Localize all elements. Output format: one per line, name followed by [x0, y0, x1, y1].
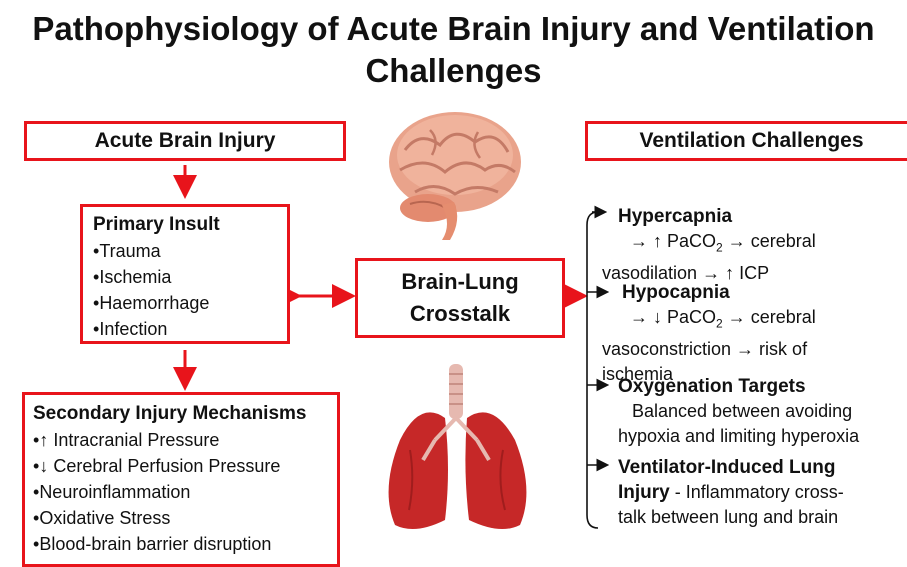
- ventilation-challenges-label: Ventilation Challenges: [639, 129, 863, 153]
- oxygenation-line-1: Balanced between avoiding: [618, 399, 907, 424]
- crosstalk-line-2: Crosstalk: [410, 298, 510, 330]
- vili-title-line-1: Ventilator-Induced Lung: [618, 455, 903, 480]
- vili-item: Ventilator-Induced Lung Injury - Inflamm…: [618, 455, 903, 530]
- vili-line-3: talk between lung and brain: [618, 505, 903, 530]
- secondary-injury-title: Secondary Injury Mechanisms: [33, 401, 329, 427]
- list-item: ↓ Cerebral Perfusion Pressure: [33, 453, 329, 479]
- list-item: Blood-brain barrier disruption: [33, 531, 329, 557]
- hypercapnia-text-b: → cerebral: [723, 231, 816, 251]
- right-bracket: [587, 212, 598, 528]
- list-item: Infection: [93, 316, 277, 342]
- vili-desc-1: - Inflammatory cross-: [670, 482, 844, 502]
- primary-insult-title: Primary Insult: [93, 212, 277, 238]
- lungs-icon: [375, 360, 540, 545]
- list-item: Oxidative Stress: [33, 505, 329, 531]
- hypocapnia-text-b: → cerebral: [723, 307, 816, 327]
- crosstalk-line-1: Brain-Lung: [401, 266, 518, 298]
- ventilation-challenges-header: Ventilation Challenges: [585, 121, 907, 161]
- acute-brain-injury-label: Acute Brain Injury: [95, 129, 276, 153]
- hypercapnia-line-1: → ↑ PaCO2 → cerebral: [618, 229, 898, 261]
- secondary-injury-list: ↑ Intracranial Pressure ↓ Cerebral Perfu…: [33, 427, 329, 557]
- oxygenation-title: Oxygenation Targets: [618, 374, 907, 399]
- acute-brain-injury-header: Acute Brain Injury: [24, 121, 346, 161]
- hypocapnia-subscript: 2: [716, 317, 723, 331]
- hypocapnia-item: Hypocapnia → ↓ PaCO2 → cerebral vasocons…: [622, 280, 902, 387]
- brain-lung-crosstalk-box: Brain-Lung Crosstalk: [355, 258, 565, 338]
- vili-line-2: Injury - Inflammatory cross-: [618, 480, 903, 505]
- list-item: Neuroinflammation: [33, 479, 329, 505]
- hypercapnia-item: Hypercapnia → ↑ PaCO2 → cerebral vasodil…: [618, 204, 898, 286]
- vili-title-line-2: Injury: [618, 482, 670, 503]
- hypercapnia-text-a: → ↑ PaCO: [630, 231, 716, 251]
- secondary-injury-box: Secondary Injury Mechanisms ↑ Intracrani…: [22, 392, 340, 567]
- oxygenation-item: Oxygenation Targets Balanced between avo…: [618, 374, 907, 449]
- list-item: Ischemia: [93, 264, 277, 290]
- hypocapnia-line-1: → ↓ PaCO2 → cerebral: [622, 305, 902, 337]
- list-item: ↑ Intracranial Pressure: [33, 427, 329, 453]
- hypocapnia-title: Hypocapnia: [622, 280, 902, 305]
- primary-insult-list: Trauma Ischemia Haemorrhage Infection: [93, 238, 277, 342]
- hypocapnia-line-2: vasoconstriction → risk of: [602, 337, 902, 362]
- primary-insult-box: Primary Insult Trauma Ischemia Haemorrha…: [80, 204, 290, 344]
- list-item: Haemorrhage: [93, 290, 277, 316]
- hypercapnia-title: Hypercapnia: [618, 204, 898, 229]
- oxygenation-line-2: hypoxia and limiting hyperoxia: [618, 424, 907, 449]
- hypocapnia-text-a: → ↓ PaCO: [630, 307, 716, 327]
- hypercapnia-subscript: 2: [716, 241, 723, 255]
- list-item: Trauma: [93, 238, 277, 264]
- brain-icon: [380, 100, 530, 245]
